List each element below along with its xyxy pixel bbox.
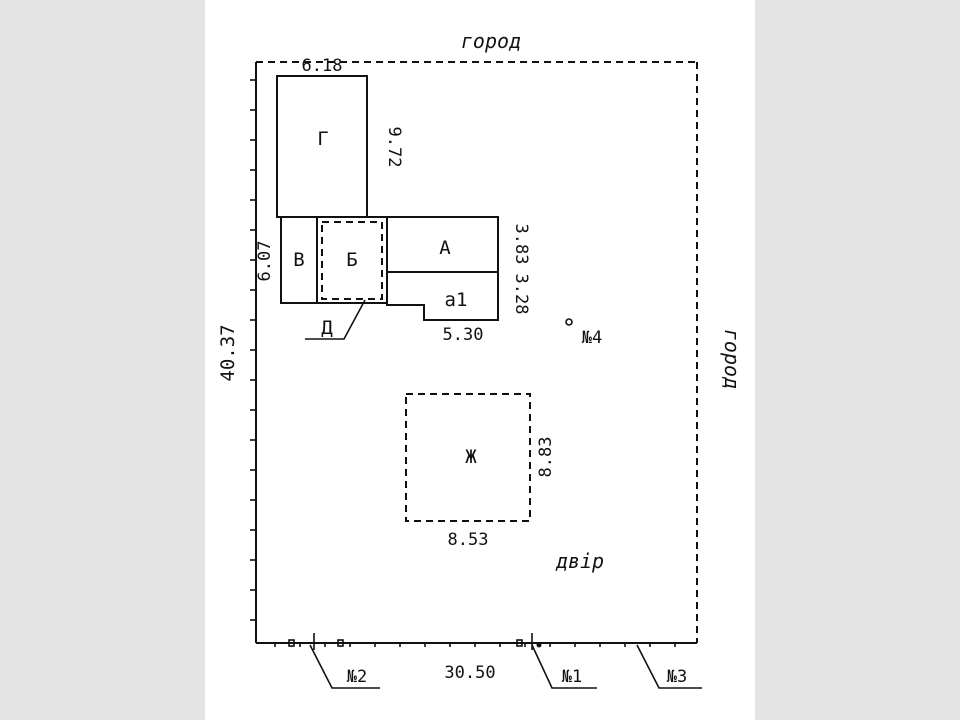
- fence-post-marker: [337, 639, 344, 647]
- right-side-label: город: [720, 329, 744, 389]
- dim-plot-height: 40.37: [217, 324, 239, 381]
- building-d-label: Д: [321, 317, 333, 339]
- marker-4-label: №4: [582, 328, 602, 348]
- fence-post-marker: [516, 639, 523, 647]
- marker-2-label: №2: [347, 667, 367, 687]
- dim-a-height: 3.83: [511, 224, 531, 265]
- site-plan: Г 6.18 9.72 В 6.07 Б А а1 3.83 3.28 5.30…: [217, 29, 744, 689]
- leader-d: [305, 299, 366, 340]
- marker-3-leader: [636, 644, 702, 689]
- top-side-label: город: [461, 29, 521, 53]
- building-a1: [386, 271, 499, 321]
- dim-g-height: 9.72: [384, 127, 404, 168]
- building-a1-label: а1: [445, 289, 468, 311]
- bottom-boundary-ticks: [274, 643, 676, 647]
- marker-2-leader: [309, 644, 380, 689]
- dim-plot-width: 30.50: [444, 663, 495, 683]
- well-symbol: [565, 318, 573, 326]
- survey-point-marker: [536, 642, 542, 648]
- marker-3-label: №3: [667, 667, 687, 687]
- building-b-label: Б: [346, 249, 357, 271]
- building-zh-label: Ж: [465, 446, 477, 468]
- marker-1-leader: [531, 644, 597, 689]
- building-b-dashed-outline: [321, 221, 383, 300]
- building-v-label: В: [293, 249, 304, 271]
- building-g-label: Г: [317, 128, 328, 150]
- dim-zh-height: 8.83: [536, 437, 556, 478]
- dim-zh-width: 8.53: [448, 530, 489, 550]
- dim-a1-height: 3.28: [511, 274, 531, 315]
- yard-label: двір: [555, 549, 604, 573]
- dim-v-height: 6.07: [255, 241, 275, 282]
- building-a-label: А: [439, 237, 451, 259]
- dim-a1-width: 5.30: [443, 325, 484, 345]
- building-zh: [405, 393, 531, 522]
- dim-g-width: 6.18: [302, 56, 343, 76]
- left-boundary-ticks: [250, 79, 256, 621]
- marker-1-label: №1: [562, 667, 582, 687]
- drawing-sheet: Г 6.18 9.72 В 6.07 Б А а1 3.83 3.28 5.30…: [205, 0, 755, 720]
- fence-post-marker: [288, 639, 295, 647]
